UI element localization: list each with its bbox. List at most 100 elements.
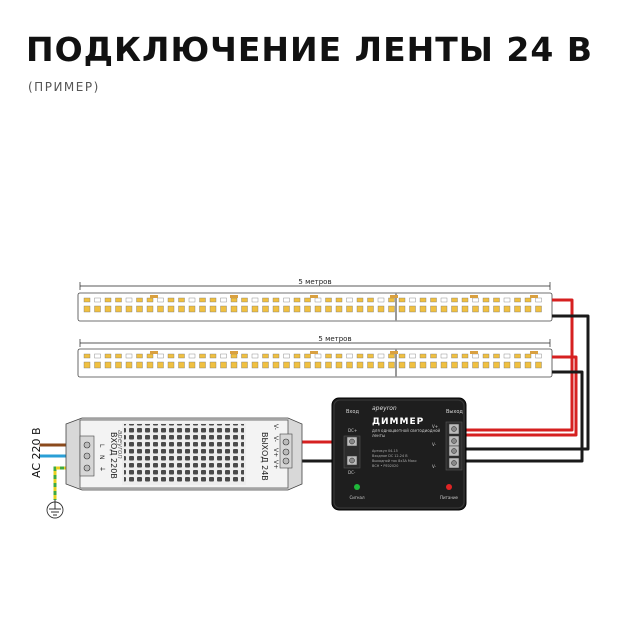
strip-cut-line-1 [395,293,397,321]
led-chip [356,305,364,313]
led-chip [514,361,521,369]
led-chip [314,361,322,369]
wire-strip1-negative [460,314,590,451]
solder-pad [470,351,478,354]
psu-input-label: ВХОД 220В [109,432,118,479]
dimmer-body [331,397,467,511]
led-chip [493,353,500,359]
psu-brand-logo: apeyron [116,430,124,459]
led-chip [104,361,112,369]
led-chip [178,305,185,313]
dimmer-power-label: Питание [440,495,459,500]
led-chip [325,353,332,359]
led-chip [388,353,395,359]
led-chip [125,297,133,303]
led-chip [83,297,91,303]
led-chip [335,353,343,359]
led-chip [493,361,500,369]
led-chip [524,305,532,313]
led-chip [377,297,385,303]
solder-pad [230,351,238,354]
led-chip [146,305,154,313]
ground-icon [46,500,64,519]
led-strip-2: 5 метров [77,335,553,378]
led-chip [314,297,322,303]
led-chip [304,297,311,303]
led-chip [346,361,353,369]
led-chip [157,297,164,303]
led-chip [262,361,269,369]
led-chip [157,361,164,369]
led-chip [325,361,332,369]
led-chip [241,297,248,303]
led-chip [104,297,112,303]
led-chip [440,297,448,303]
led-chip [461,297,469,303]
led-chip [272,297,280,303]
led-chip [535,353,542,359]
led-chip [461,353,469,359]
led-chip [335,361,343,369]
led-chip [199,353,206,359]
led-chip [220,361,227,369]
dimmer-brand-logo: apeyron [372,405,397,412]
led-chip [209,297,217,303]
led-chip [230,297,238,303]
solder-pad [310,295,318,298]
psu-terminal-l: L [98,444,105,448]
dimmer-dc-plus: DC+ [348,428,357,433]
led-chip [188,353,196,359]
dimmer-out-vminus-1: V- [432,442,437,447]
psu-vent-grid [124,424,244,484]
led-chip [304,305,311,313]
strip-cut-line-2 [395,349,397,377]
led-chip [241,353,248,359]
led-chip [398,297,406,303]
led-chip [503,297,511,303]
led-chip [461,361,469,369]
strip-length-label-2: 5 метров [318,335,351,343]
led-chip [136,305,143,313]
led-chip [115,297,122,303]
led-chip [199,361,206,369]
led-chip [146,361,154,369]
led-chip [94,297,101,303]
led-strip-1: 5 метров [77,278,553,322]
dimmer-out-vplus: V+ [432,424,438,429]
led-chip [493,305,500,313]
led-chip [272,305,280,313]
led-chip [409,297,416,303]
led-chip [335,297,343,303]
dimmer: Вход Выход apeyron ДИММЕР DC+ DC- для од… [331,397,467,511]
led-chip [451,353,458,359]
led-chip [335,305,343,313]
led-chip [293,305,301,313]
led-chip [157,353,164,359]
led-chip [251,297,259,303]
led-chip [83,305,91,313]
led-chip [209,305,217,313]
led-chip [272,361,280,369]
led-chip [367,305,374,313]
wire-strip2-positive [460,355,578,437]
led-chip [220,305,227,313]
solder-pad [530,295,538,298]
led-chip [262,353,269,359]
led-chip [440,361,448,369]
led-chip [409,305,416,313]
led-chip [514,297,521,303]
led-chip [83,361,91,369]
led-chip [83,353,91,359]
psu-out-terminal-4: V+ [272,460,279,469]
led-chip [535,361,542,369]
mains-label: AC 220 В [30,427,43,478]
led-chip [304,361,311,369]
led-chip [524,297,532,303]
led-chip [94,305,101,313]
led-chip [398,361,406,369]
led-chip [293,361,301,369]
led-chip [167,297,175,303]
solder-pad [530,351,538,354]
led-chip [524,353,532,359]
